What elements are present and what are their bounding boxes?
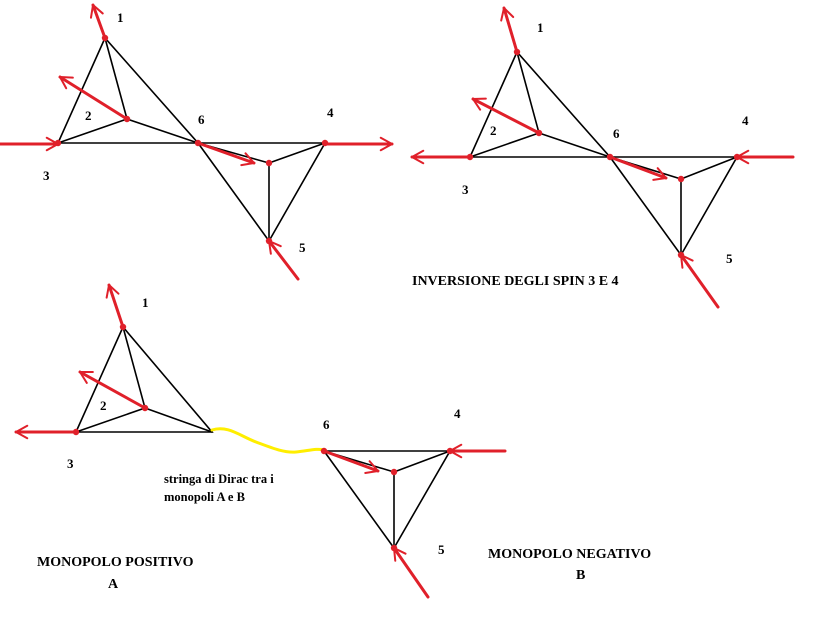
node-label-3: 3 [43, 168, 50, 183]
caption-negative-monopole-letter: B [576, 568, 585, 583]
node-label-4: 4 [742, 113, 749, 128]
node-label-3: 3 [67, 456, 74, 471]
node-label-2: 2 [85, 108, 92, 123]
node-label-1: 1 [537, 20, 544, 35]
spin-arrows [14, 283, 507, 599]
caption-negative-monopole: MONOPOLO NEGATIVO [488, 547, 651, 562]
spin-arrows [0, 3, 394, 281]
spin-arrow-1 [500, 6, 519, 54]
spin-arrow-2 [58, 75, 129, 121]
caption-inversion: INVERSIONE DEGLI SPIN 3 E 4 [412, 274, 619, 289]
node-label-5: 5 [299, 240, 306, 255]
lattice-edges [468, 50, 739, 257]
node-label-2: 2 [490, 123, 497, 138]
node-label-5: 5 [438, 542, 445, 557]
node-label-4: 4 [327, 105, 334, 120]
monopole-a-edges [74, 325, 214, 433]
spin-sites [466, 48, 741, 259]
spin-arrow-6 [608, 155, 668, 181]
node-label-1: 1 [142, 295, 149, 310]
spin-arrow-5 [679, 253, 720, 309]
dirac-string [210, 427, 326, 454]
node-label-6: 6 [323, 417, 330, 432]
caption-positive-monopole: MONOPOLO POSITIVO [37, 555, 194, 570]
spin-arrows [410, 6, 795, 309]
node-label-1: 1 [117, 10, 124, 25]
spin-arrow-2 [471, 97, 541, 135]
spin-arrow-5 [392, 546, 430, 599]
node-label-6: 6 [613, 126, 620, 141]
node-label-4: 4 [454, 406, 461, 421]
diagram-monopoles: 1 2 3 4 5 6 stringa di Dirac tra i monop… [14, 283, 651, 599]
caption-dirac-string-line2: monopoli A e B [164, 490, 245, 504]
node-label-2: 2 [100, 398, 107, 413]
node-label-5: 5 [726, 251, 733, 266]
spin-arrow-2 [78, 370, 147, 410]
spin-sites [54, 34, 329, 245]
spin-sites [72, 323, 454, 552]
spin-arrow-6 [196, 141, 256, 167]
spin-arrow-1 [105, 283, 125, 329]
caption-dirac-string-line1: stringa di Dirac tra i [164, 472, 274, 486]
monopole-b-edges [322, 450, 452, 550]
node-label-6: 6 [198, 112, 205, 127]
diagram-inverted-spins: 1 2 3 4 5 6 INVERSIONE DEGLI SPIN 3 E 4 [410, 6, 795, 309]
spin-arrow-1 [89, 3, 107, 40]
lattice-edges [56, 36, 327, 243]
spin-arrow-5 [267, 239, 300, 281]
caption-positive-monopole-letter: A [108, 577, 119, 592]
diagram-original: 1 2 3 4 5 6 [0, 3, 394, 281]
node-label-3: 3 [462, 182, 469, 197]
spin-arrow-6 [322, 449, 380, 474]
